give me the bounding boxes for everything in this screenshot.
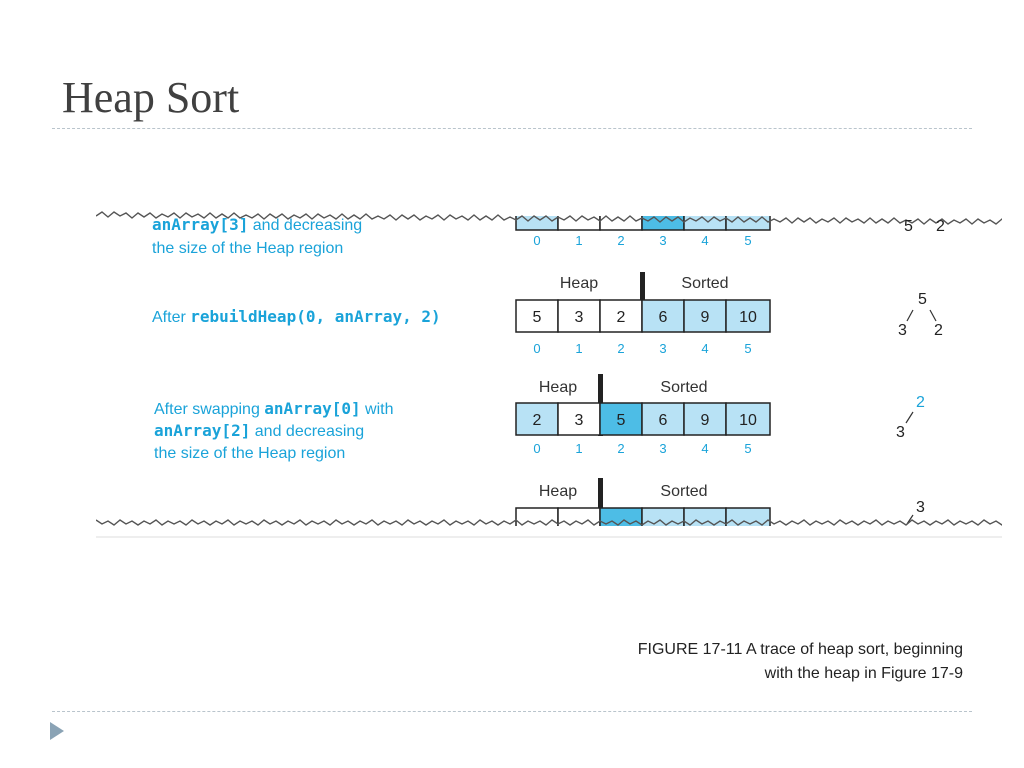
cell-value: 2: [617, 309, 626, 326]
index: 3: [659, 341, 666, 356]
array-cell: [557, 299, 601, 333]
cell-value: 9: [701, 309, 710, 326]
cell-value: 9: [701, 412, 710, 429]
index: 0: [533, 341, 540, 356]
slide-title: Heap Sort: [62, 73, 240, 122]
row1-line1: anArray[3] and decreasing: [152, 215, 362, 234]
bottom-divider: [52, 711, 972, 712]
row1-line2: the size of the Heap region: [152, 240, 343, 257]
row3-code: anArray[0]: [264, 399, 360, 418]
caption-line1: FIGURE 17-11 A trace of heap sort, begin…: [637, 641, 963, 658]
row3-line2: anArray[2] and decreasing: [154, 421, 364, 440]
cell-value: 5: [533, 309, 542, 326]
row3-array: 2 3 5 6 9 10: [515, 402, 771, 436]
row2-prefix: After: [152, 309, 190, 326]
index: 1: [575, 341, 582, 356]
row1-code: anArray[3]: [152, 215, 248, 234]
cell-value: 6: [659, 309, 668, 326]
index: 5: [744, 341, 751, 356]
index: 4: [701, 233, 708, 248]
row2-tree: 5 3 2: [898, 291, 943, 339]
index: 4: [701, 341, 708, 356]
row1-tree: 5 2: [904, 218, 945, 235]
row2-indices: 0 1 2 3 4 5: [533, 341, 751, 356]
sorted-label: Sorted: [660, 379, 707, 396]
row2-code: rebuildHeap(0, anArray, 2): [190, 307, 440, 326]
cell-value: 2: [533, 412, 542, 429]
row3-line3: the size of the Heap region: [154, 445, 345, 462]
tree-node: 5: [904, 218, 913, 235]
tree-node: 2: [934, 322, 943, 339]
tree-node: 2: [936, 218, 945, 235]
heap-sort-trace-figure: anArray[3] and decreasing the size of th…: [96, 208, 1002, 538]
row3-indices: 0 1 2 3 4 5: [533, 441, 751, 456]
cell-value: 5: [617, 412, 626, 429]
row3-tree: 2 3: [896, 394, 925, 441]
array-cell: [725, 402, 771, 436]
tree-node: 3: [916, 499, 925, 516]
index: 5: [744, 441, 751, 456]
cell-value: 3: [575, 309, 584, 326]
index: 1: [575, 441, 582, 456]
caption-line2: with the heap in Figure 17-9: [764, 665, 963, 682]
index: 3: [659, 441, 666, 456]
index: 5: [744, 233, 751, 248]
index: 4: [701, 441, 708, 456]
sorted-label: Sorted: [660, 483, 707, 500]
figure-caption: FIGURE 17-11 A trace of heap sort, begin…: [543, 638, 963, 686]
row2-array: 5 3 2 6 9 10: [515, 299, 771, 333]
index: 2: [617, 341, 624, 356]
index: 0: [533, 441, 540, 456]
array-cell: [557, 402, 601, 436]
cell-value: 10: [739, 412, 757, 429]
sorted-label: Sorted: [681, 275, 728, 292]
row1-indices: 0 1 2 3 4 5: [533, 233, 751, 248]
tree-node: 5: [918, 291, 927, 308]
row3-line1: After swapping anArray[0] with: [154, 399, 394, 418]
heap-label: Heap: [560, 275, 598, 292]
array-cell: [683, 299, 727, 333]
row3-text: with: [361, 401, 394, 418]
tree-node: 3: [896, 424, 905, 441]
row3-text: After swapping: [154, 401, 264, 418]
row3-text: and decreasing: [250, 423, 364, 440]
row2-label: After rebuildHeap(0, anArray, 2): [152, 307, 441, 326]
cell-value: 6: [659, 412, 668, 429]
tree-node: 3: [898, 322, 907, 339]
index: 2: [617, 441, 624, 456]
heap-label: Heap: [539, 379, 577, 396]
array-cell: [515, 299, 559, 333]
index: 2: [617, 233, 624, 248]
row4-tree: 3: [906, 499, 925, 525]
row3-code: anArray[2]: [154, 421, 250, 440]
top-torn-edge: [96, 211, 1002, 225]
cell-value: 3: [575, 412, 584, 429]
bottom-torn-edge: [96, 519, 1002, 526]
array-cell: [599, 299, 643, 333]
top-divider: [52, 128, 972, 129]
array-cell: [641, 402, 685, 436]
cell-value: 10: [739, 309, 757, 326]
triangle-bullet-icon: [50, 722, 64, 740]
heap-label: Heap: [539, 483, 577, 500]
array-cell: [725, 299, 771, 333]
trace-diagram: anArray[3] and decreasing the size of th…: [96, 208, 1002, 538]
tree-node: 2: [916, 394, 925, 411]
index: 1: [575, 233, 582, 248]
index: 3: [659, 233, 666, 248]
index: 0: [533, 233, 540, 248]
array-cell: [641, 299, 685, 333]
row1-text: and decreasing: [248, 217, 362, 234]
